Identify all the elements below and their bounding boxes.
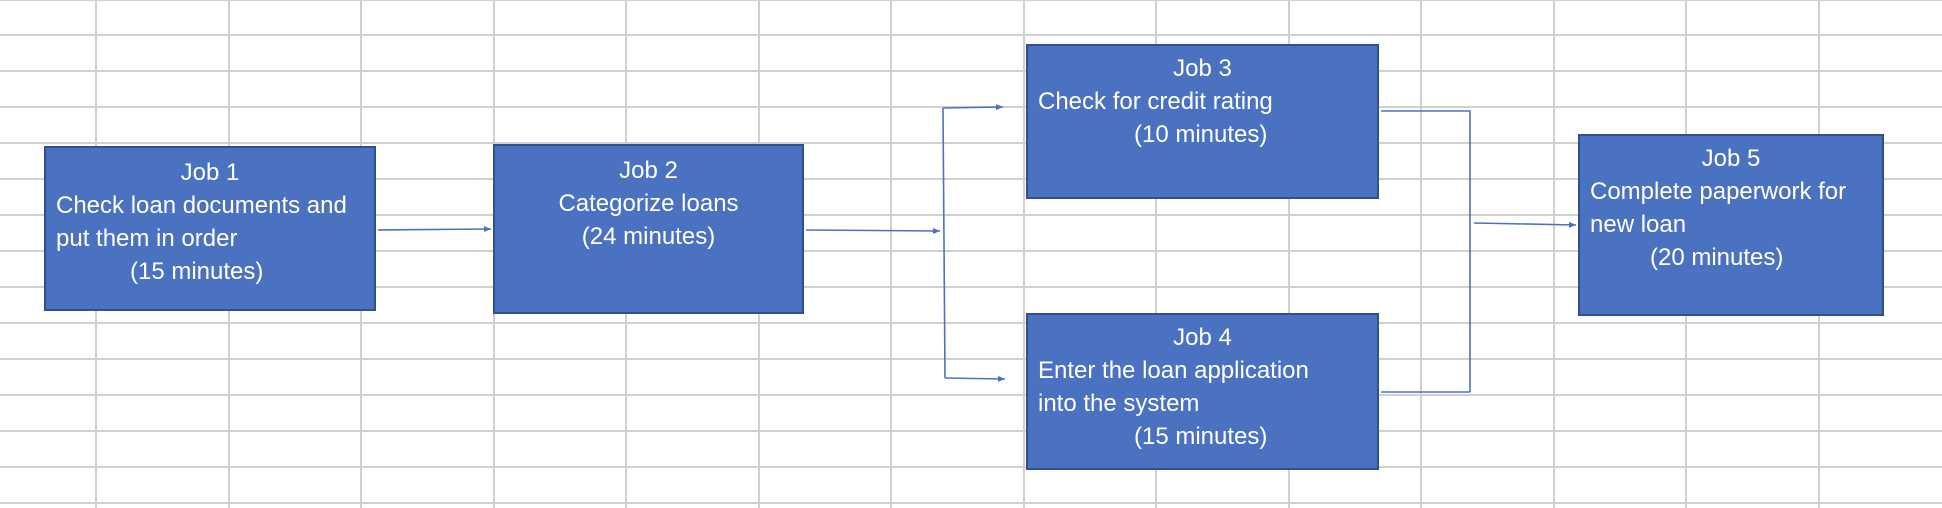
job-4-description-line-2: into the system xyxy=(1038,390,1200,417)
job-3-box[interactable]: Job 3 Check for credit rating (10 minute… xyxy=(1026,44,1379,199)
job-5-duration: (20 minutes) xyxy=(1650,244,1784,271)
job-1-duration: (15 minutes) xyxy=(130,258,264,285)
job-5-box[interactable]: Job 5 Complete paperwork for new loan (2… xyxy=(1578,134,1884,316)
job-1-description-line-2: put them in order xyxy=(56,225,238,252)
job-2-box[interactable]: Job 2 Categorize loans (24 minutes) xyxy=(493,144,804,314)
job-2-description-line-1: Categorize loans xyxy=(558,190,739,217)
job-1-box[interactable]: Job 1 Check loan documents and put them … xyxy=(44,146,376,311)
job-5-title: Job 5 xyxy=(1701,145,1761,172)
job-4-title: Job 4 xyxy=(1173,324,1232,351)
job-3-description-line-1: Check for credit rating xyxy=(1038,88,1273,115)
job-2-duration: (24 minutes) xyxy=(581,223,716,250)
job-2-title: Job 2 xyxy=(619,157,678,184)
job-3-duration: (10 minutes) xyxy=(1134,121,1268,148)
job-5-description-line-1: Complete paperwork for xyxy=(1590,178,1847,205)
job-4-duration: (15 minutes) xyxy=(1134,423,1268,450)
job-1-title: Job 1 xyxy=(180,159,240,186)
job-3-title: Job 3 xyxy=(1173,55,1232,82)
job-4-description-line-1: Enter the loan application xyxy=(1038,357,1309,384)
job-4-box[interactable]: Job 4 Enter the loan application into th… xyxy=(1026,313,1379,470)
job-5-description-line-2: new loan xyxy=(1590,211,1687,238)
job-1-description-line-1: Check loan documents and xyxy=(56,192,347,219)
